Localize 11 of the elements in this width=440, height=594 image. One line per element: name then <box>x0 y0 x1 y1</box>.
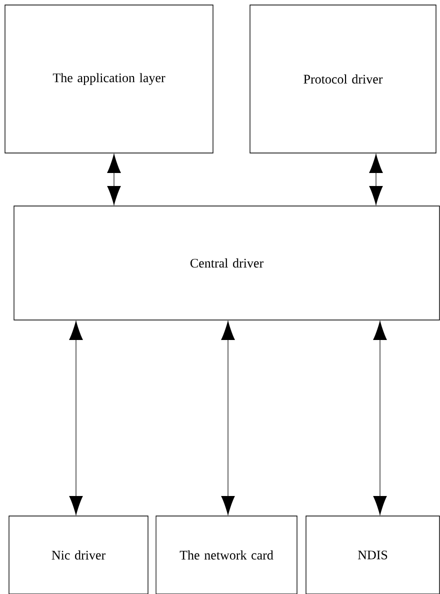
arrow <box>107 154 121 205</box>
arrow <box>69 321 83 515</box>
box: The network card <box>156 516 298 594</box>
arrow <box>221 321 235 515</box>
arrow <box>369 154 383 205</box>
box: Central driver <box>14 206 440 320</box>
box: Protocol driver <box>250 4 436 154</box>
box: NDIS <box>306 516 440 594</box>
box: The application layer <box>4 4 214 154</box>
arrow <box>373 321 387 515</box>
box: Nic driver <box>8 516 148 594</box>
